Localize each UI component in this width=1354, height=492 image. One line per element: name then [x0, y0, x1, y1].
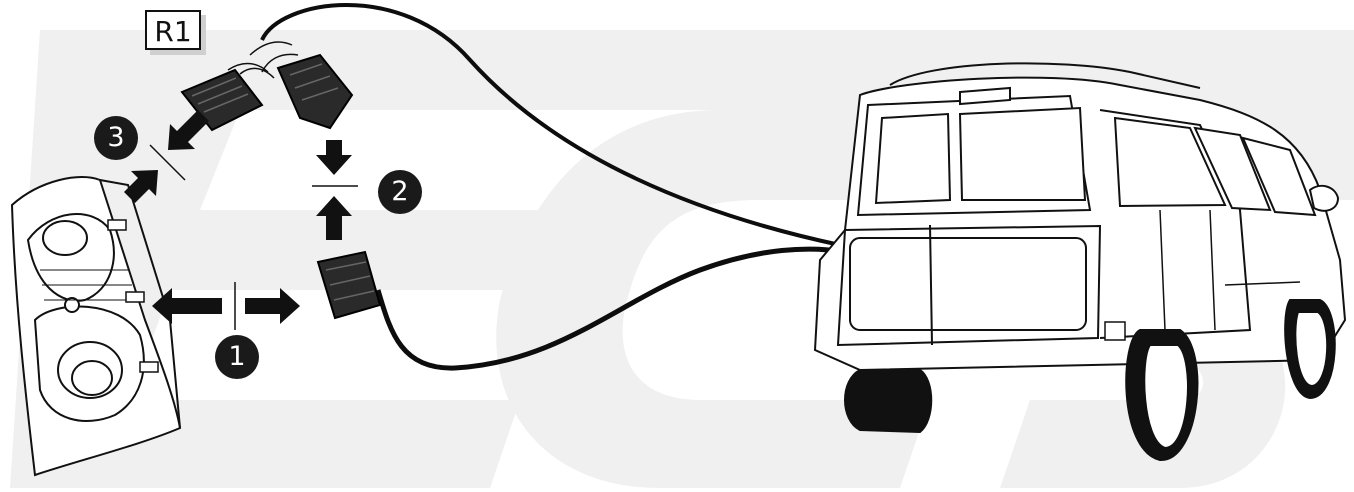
- step-3-badge: 3: [94, 116, 138, 160]
- arrow-icon: [152, 288, 300, 324]
- step-1-badge: 1: [215, 335, 259, 379]
- step-2-badge: 2: [378, 170, 422, 214]
- reference-label: R1: [145, 10, 201, 50]
